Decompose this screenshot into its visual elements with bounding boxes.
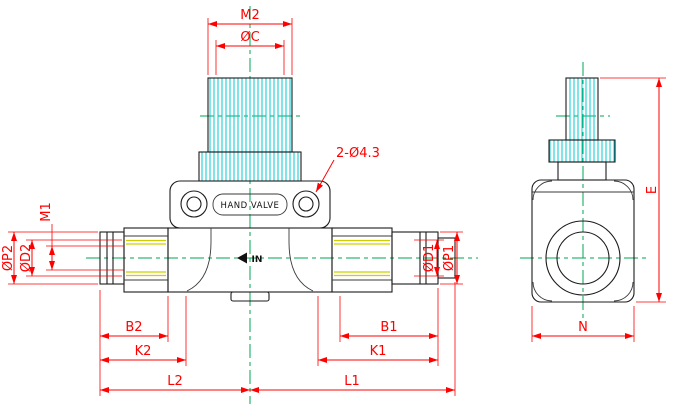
dim-label-k2: K2 [135, 344, 152, 359]
dim-label-k1: K1 [370, 344, 387, 359]
dim-label-m2: M2 [240, 8, 260, 23]
dim-label-e: E [645, 186, 660, 194]
knob-knurled [207, 77, 293, 153]
left-fitting-body [123, 227, 169, 293]
side-port-inner-circle [556, 231, 610, 285]
bottom-boss [230, 291, 270, 302]
side-view [531, 77, 635, 303]
dim-label-b1: B1 [380, 320, 397, 335]
dim-label-p1: ØP1 [442, 245, 457, 271]
dimensions: M2 ØC 2-Ø4.3 ØP2 ØD2 M1 ØD1 ØP1 [1, 8, 666, 396]
flow-arrow-icon [237, 252, 247, 264]
right-fitting-body [331, 227, 393, 293]
right-screw-boss-outer [292, 190, 320, 218]
side-knob-skirt [548, 139, 616, 163]
right-fitting [331, 227, 456, 293]
internal-passage-right [288, 241, 314, 292]
dim-label-b2: B2 [125, 320, 142, 335]
left-screw-hole [186, 196, 202, 212]
dim-label-c: ØC [240, 30, 259, 45]
side-neck [557, 161, 607, 181]
dim-label-d1: ØD1 [422, 244, 437, 273]
dim-label-n: N [578, 320, 588, 335]
knob-skirt [198, 151, 302, 182]
left-screw-boss-outer [180, 190, 208, 218]
right-screw-hole [298, 196, 314, 212]
hand-valve-label: HAND VALVE [221, 201, 280, 211]
dim-label-l1: L1 [344, 374, 360, 389]
side-port-outer-circle [545, 220, 621, 296]
dim-label-d2: ØD2 [19, 244, 34, 273]
front-view: HAND VALVE IN [99, 77, 456, 302]
dim-label-p2: ØP2 [1, 245, 16, 271]
side-corner-arc-bl [532, 281, 553, 302]
side-knob [565, 77, 599, 141]
leader-holes [315, 159, 335, 193]
dim-label-holes: 2-Ø4.3 [336, 146, 380, 161]
side-corner-arc-tr [613, 180, 634, 201]
side-corner-arc-br [613, 281, 634, 302]
side-body [531, 179, 635, 303]
name-plate [212, 193, 288, 216]
left-fitting [99, 227, 169, 293]
dim-label-l2: L2 [167, 374, 183, 389]
side-corner-arc-tl [532, 180, 553, 201]
internal-passage-left [186, 241, 212, 292]
dim-label-m1: M1 [39, 202, 54, 222]
flow-in-label: IN [252, 255, 263, 265]
